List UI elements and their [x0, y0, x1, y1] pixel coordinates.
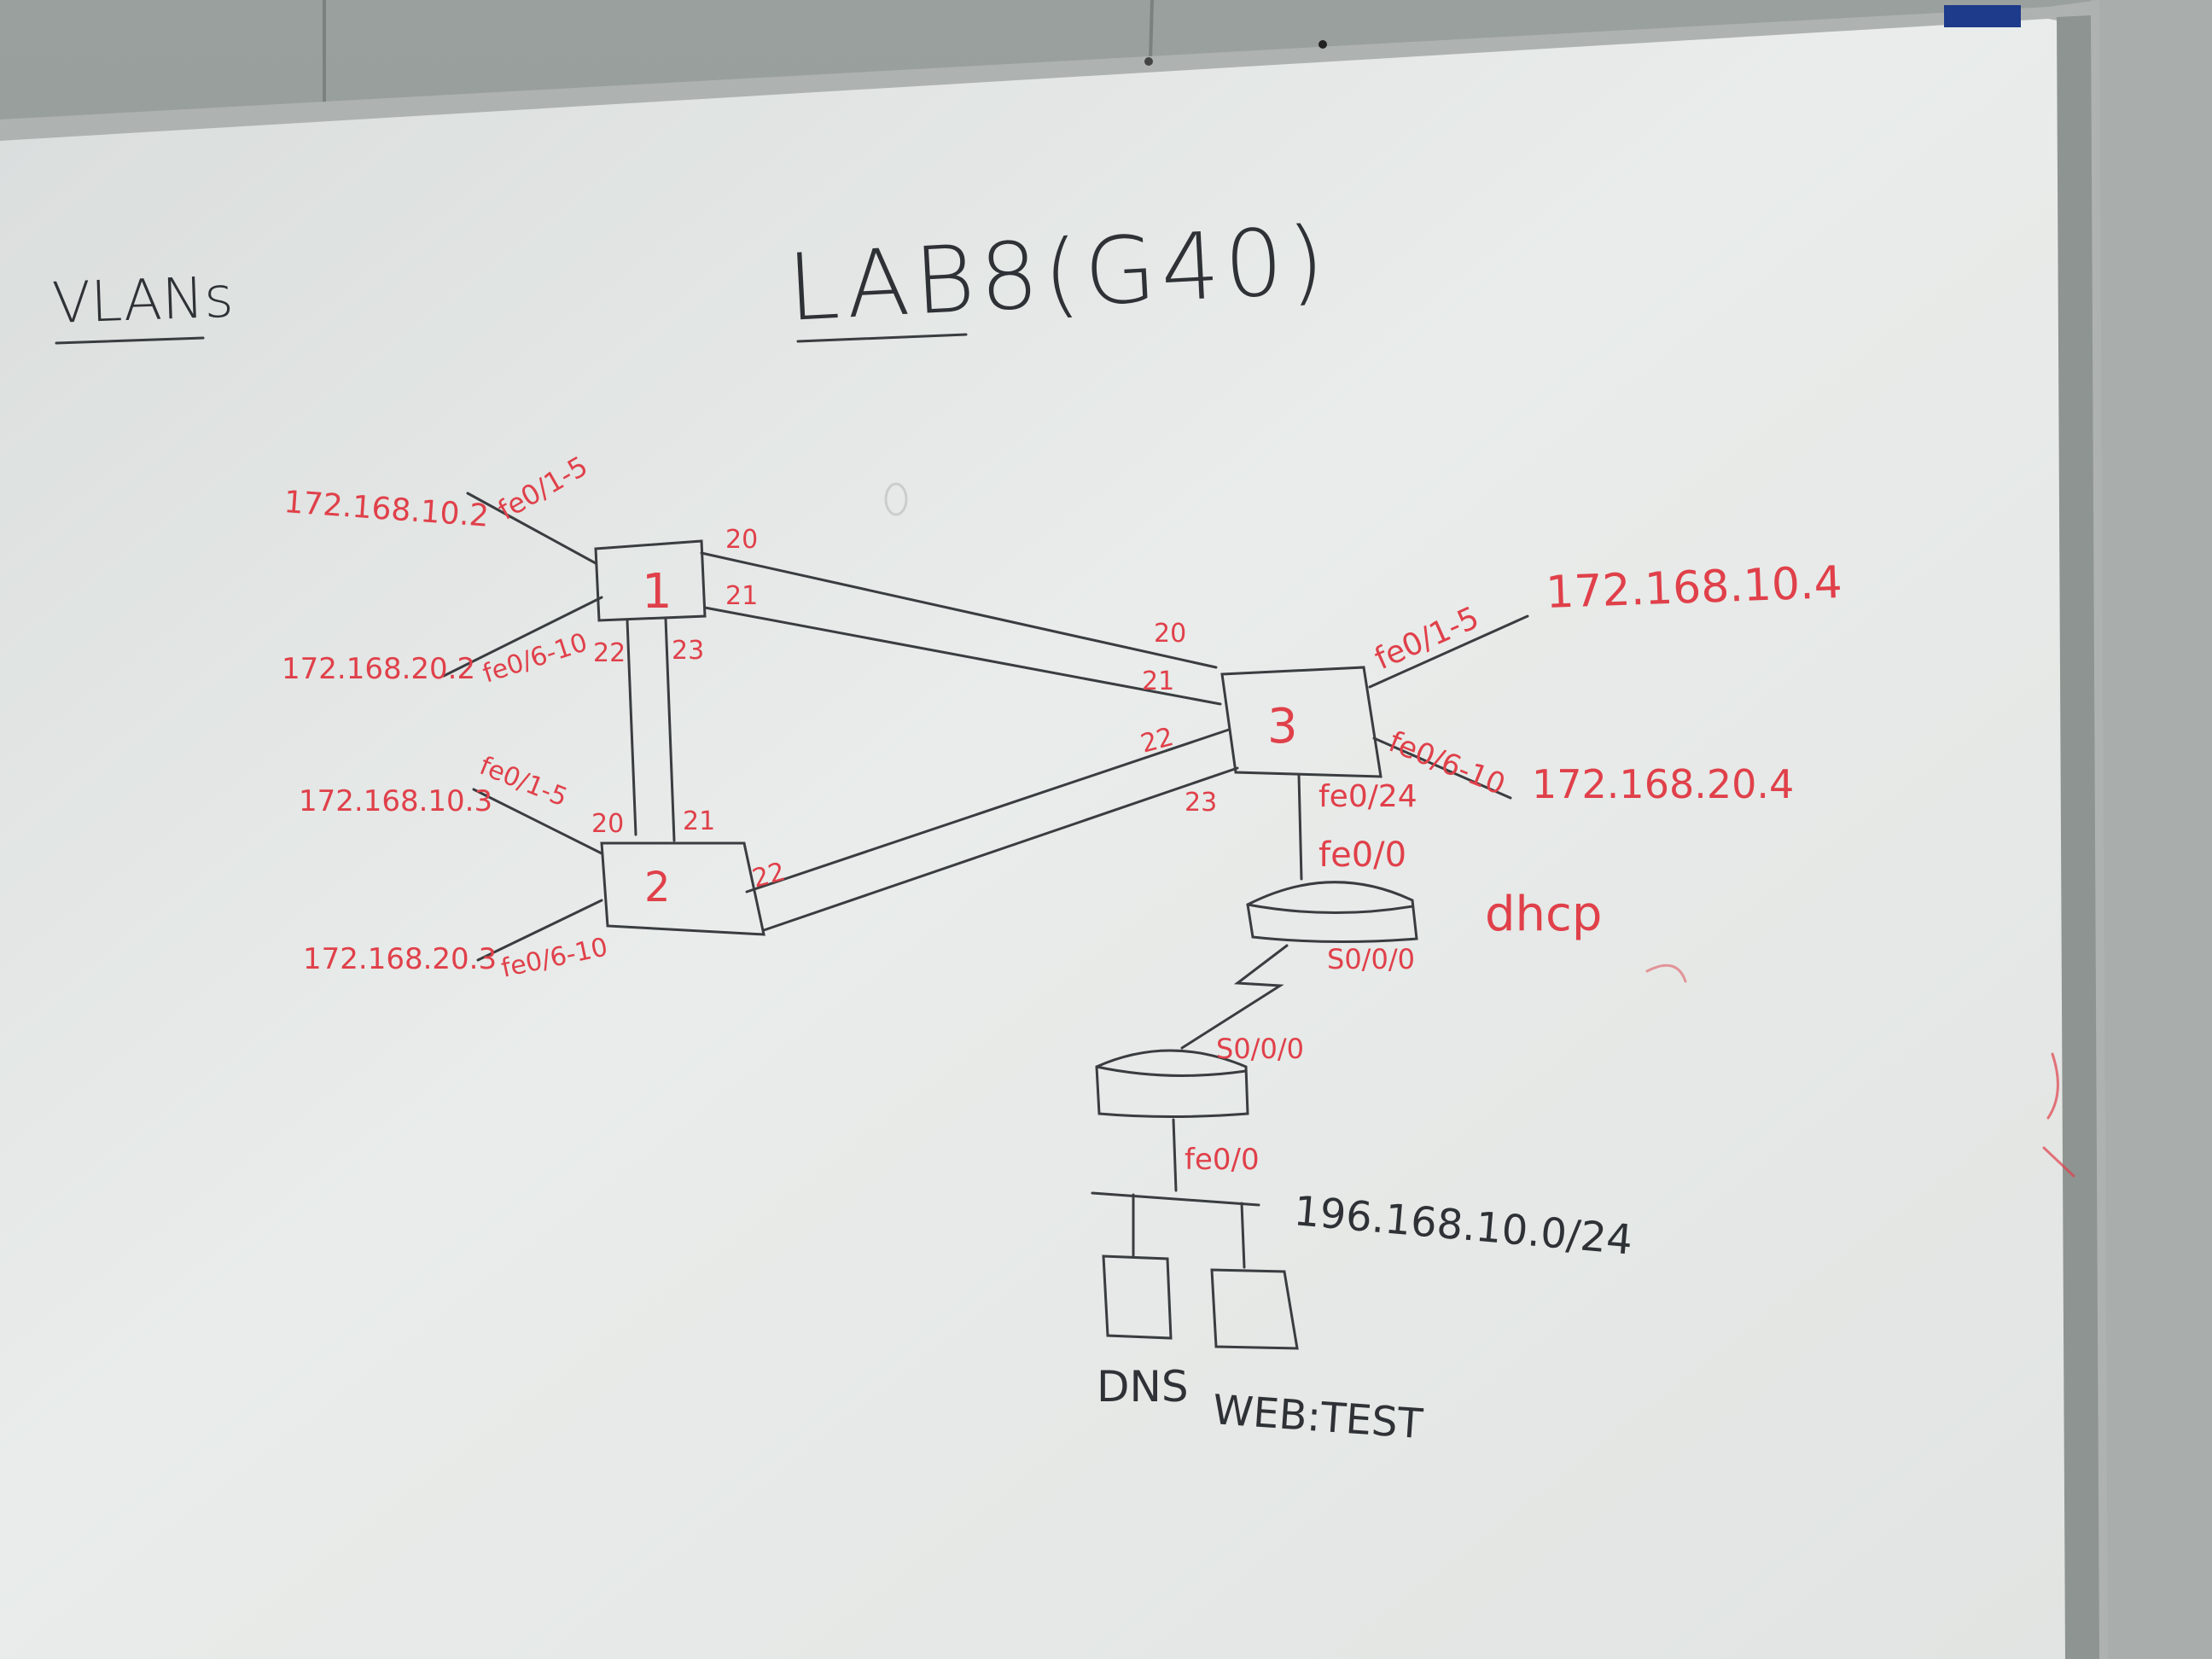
sw2-ip-top: 172.168.10.3: [299, 784, 492, 818]
sw1-trunk-23: 23: [672, 636, 704, 666]
trunk-1-3-a: [700, 551, 1218, 669]
trunk-1-3-b: [703, 606, 1222, 706]
router-top: [1246, 881, 1418, 944]
switch-3-label: 3: [1267, 699, 1298, 754]
router-bottom-fe: fe0/0: [1185, 1143, 1260, 1177]
board-subtitle: VLANs: [51, 265, 235, 336]
router-top-fe: fe0/0: [1318, 835, 1406, 875]
switch-2-box: [600, 841, 765, 936]
sw3-ip-top: 172.168.10.4: [1545, 557, 1842, 619]
host-dns-box: [1102, 1254, 1173, 1340]
trunk-2-3-b: [762, 766, 1239, 932]
trunk-1-2-b: [664, 617, 676, 842]
router-top-service: dhcp: [1485, 887, 1602, 942]
sw3-trunk-23: 23: [1185, 788, 1217, 818]
sw2-ip-bottom: 172.168.20.3: [303, 942, 497, 976]
whiteboard: [0, 19, 2091, 1659]
sw3-trunk-21: 21: [1142, 667, 1174, 696]
sw1-trunk-20: 20: [725, 525, 758, 555]
sw2-trunk-20: 20: [591, 809, 624, 839]
trunk-1-2-a: [626, 619, 637, 836]
serial-link: [1180, 944, 1289, 1050]
magnet: [1944, 5, 2021, 27]
host-web-box: [1210, 1268, 1299, 1350]
switch-1-box: [594, 539, 707, 622]
sw3-uplink-port: fe0/24: [1318, 779, 1417, 814]
router-bottom: [1095, 1049, 1249, 1118]
sw1-trunk-21: 21: [725, 581, 758, 611]
sw1-ip-bottom: 172.168.20.2: [282, 652, 475, 686]
sw2-trunk-21: 21: [683, 806, 715, 836]
host-dns-label: DNS: [1097, 1362, 1189, 1412]
router-bottom-serial: S0/0/0: [1216, 1033, 1304, 1065]
router-top-serial: S0/0/0: [1327, 943, 1415, 975]
switch-2-label: 2: [644, 864, 671, 911]
sw3-trunk-20: 20: [1154, 619, 1186, 649]
sw3-ip-bottom: 172.168.20.4: [1532, 761, 1794, 807]
switch-3-box: [1220, 666, 1382, 778]
trunk-2-3-a: [745, 728, 1231, 894]
sw1-trunk-22: 22: [593, 638, 626, 668]
switch-1-label: 1: [642, 564, 672, 620]
lan-bus: [1091, 1191, 1260, 1207]
